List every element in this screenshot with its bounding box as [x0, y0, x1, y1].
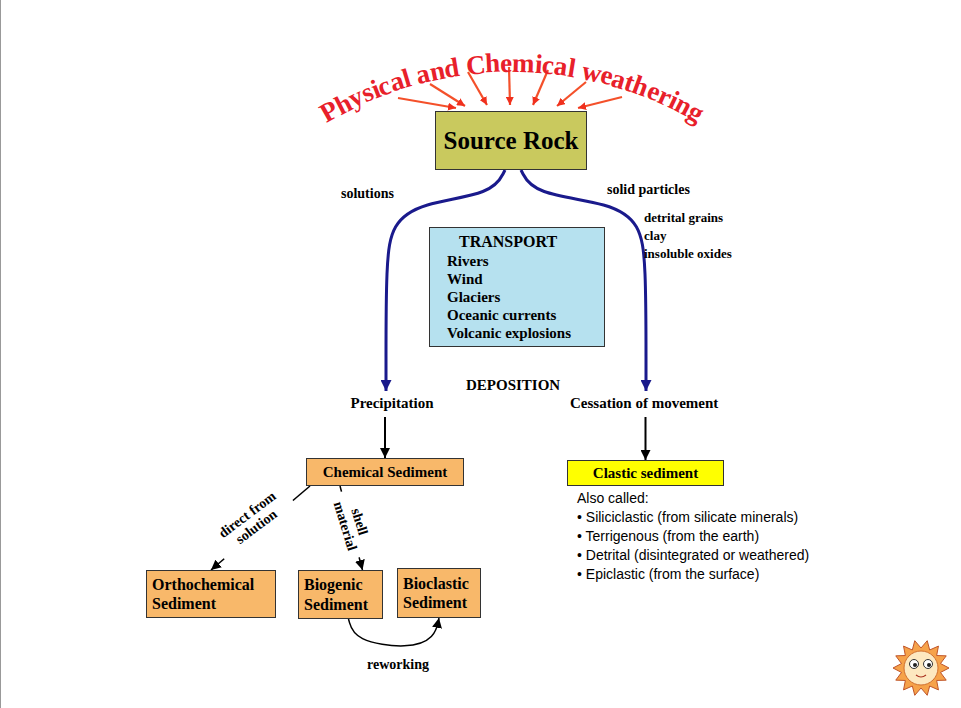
weathering-arrow: [557, 82, 586, 106]
weathering-arrow: [430, 84, 465, 106]
note-text: • Siliciclastic (from silicate minerals): [577, 510, 798, 525]
sun-rays: [893, 641, 949, 696]
flow-arrow: [349, 618, 440, 646]
process-label: clay: [644, 229, 666, 243]
process-label: Cessation of movement: [570, 395, 718, 412]
box-text: Biogenic Sediment: [304, 575, 377, 613]
sediment-box: Source Rock: [435, 111, 587, 170]
box-text: Chemical Sediment: [310, 463, 460, 481]
title: Physical and Chemical weathering: [0, 0, 961, 120]
sun-mouth: [916, 675, 926, 677]
sediment-box: Orthochemical Sediment: [146, 570, 276, 618]
process-label: insoluble oxides: [644, 247, 732, 261]
connector-line: [349, 618, 440, 646]
sediment-box: TRANSPORTRiversWindGlaciersOceanic curre…: [429, 227, 605, 347]
edge-label: direct from solution: [206, 481, 298, 561]
sun-pupil: [927, 663, 931, 667]
process-label: detrital grains: [644, 211, 723, 225]
sun-pupil: [913, 663, 917, 667]
box-text: Volcanic explosions: [433, 324, 601, 342]
sun-eye: [910, 660, 919, 669]
sun-icon: [893, 641, 949, 696]
box-text: TRANSPORT: [433, 232, 601, 251]
weathering-arrow: [398, 98, 456, 108]
box-text: Clastic sediment: [571, 464, 720, 482]
process-label: DEPOSITION: [466, 377, 560, 394]
process-label: Precipitation: [350, 395, 433, 412]
box-text: Oceanic currents: [433, 306, 601, 324]
note-text: • Terrigenous (from the earth): [577, 529, 759, 544]
sediment-box: Bioclastic Sediment: [397, 568, 481, 618]
note-text: • Epiclastic (from the surface): [577, 567, 759, 582]
edge-label: shell material: [326, 487, 377, 562]
sediment-box: Chemical Sediment: [306, 458, 464, 486]
box-text: Rivers: [433, 252, 601, 270]
page-edge: [0, 0, 1, 708]
edge-label: reworking: [367, 657, 429, 672]
edge-label: solid particles: [607, 182, 690, 197]
sediment-box: Clastic sediment: [567, 460, 724, 486]
box-text: Wind: [433, 270, 601, 288]
sun-eye: [924, 660, 933, 669]
edge-label: solutions: [341, 186, 394, 201]
box-text: Bioclastic Sediment: [403, 574, 475, 612]
box-text: Source Rock: [440, 126, 582, 156]
note-text: • Detrital (disintegrated or weathered): [577, 548, 809, 563]
box-text: Glaciers: [433, 288, 601, 306]
sun-face: [904, 651, 938, 685]
sediment-box: Biogenic Sediment: [298, 570, 383, 619]
connector-line: [645, 417, 647, 460]
connector-line: [384, 417, 386, 458]
box-text: Orthochemical Sediment: [152, 575, 270, 613]
weathering-arrow: [578, 97, 622, 108]
note-text: Also called:: [577, 491, 649, 506]
